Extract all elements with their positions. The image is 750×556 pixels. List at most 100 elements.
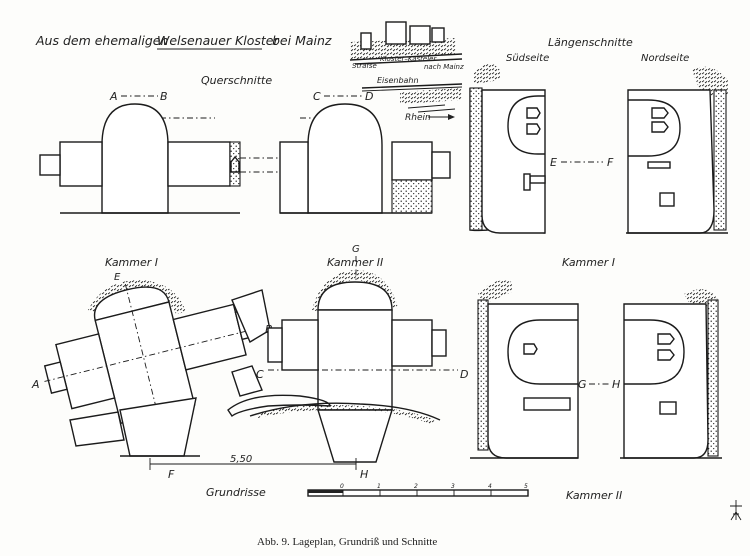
rock-wall — [229, 141, 241, 187]
site-river-line — [417, 108, 456, 113]
ledge — [529, 175, 546, 184]
cut-label-c: C — [313, 90, 321, 103]
site-mainz-label: nach Mainz — [424, 63, 464, 71]
plan-label-kammer-2: Kammer II — [327, 256, 383, 269]
lamp-niche — [230, 155, 240, 173]
cross-section-ab: A B — [39, 90, 241, 214]
heading-suedseite: Südseite — [506, 53, 549, 64]
vault-body — [101, 103, 169, 214]
cross-section-cd: C D — [240, 90, 451, 214]
chamber-profile — [487, 303, 579, 459]
side-chamber-right — [167, 141, 231, 187]
shelf — [647, 161, 671, 169]
scale-bar: 0 1 2 3 4 5 — [307, 483, 529, 497]
rock-wall — [477, 299, 489, 451]
title-prefix: Aus dem ehemaligen — [35, 33, 168, 48]
cut-label-g-long: G — [578, 378, 587, 391]
side-chamber-right — [391, 141, 433, 181]
niche-west — [43, 361, 68, 394]
cut-label-a-plan: A — [31, 378, 40, 391]
arch-opening — [507, 95, 545, 155]
site-building — [409, 25, 431, 45]
arch-opening — [624, 319, 685, 385]
title-suffix: bei Mainz — [272, 33, 332, 48]
lamp-niche — [526, 107, 541, 119]
passage-sw — [69, 411, 125, 447]
heading-laengenschnitte: Längenschnitte — [548, 36, 633, 49]
cut-label-c-plan: C — [256, 368, 264, 381]
earth-cap — [474, 63, 500, 84]
earth-cap — [692, 66, 728, 96]
side-niche-right — [431, 151, 451, 179]
cut-label-d-plan: D — [460, 368, 468, 381]
cut-label-g-plan: G — [352, 244, 360, 255]
site-railway-label: Eisenbahn — [377, 76, 419, 85]
arch-opening — [507, 319, 578, 385]
arch-opening — [628, 99, 681, 157]
rock-wall — [713, 89, 727, 231]
dimension-line: 5,50 F H — [149, 454, 368, 481]
site-street-label: Strafse — [352, 62, 377, 70]
cut-label-e-plan: E — [114, 272, 121, 283]
dome-head — [317, 281, 393, 311]
cut-label-f-long: F — [607, 156, 614, 169]
side-niche-se — [231, 365, 263, 397]
lamp-niche — [657, 333, 675, 345]
site-building — [360, 32, 372, 50]
axis-line — [44, 327, 260, 382]
wall-box — [659, 401, 677, 415]
scale-label-4: 4 — [488, 483, 492, 490]
cut-label-e-long: E — [550, 156, 557, 169]
plan-kammer-1: E A B — [31, 272, 273, 457]
lamp-niche — [651, 107, 669, 119]
chamber-west — [281, 319, 319, 371]
side-wall-left — [279, 141, 309, 214]
scale-label-2: 2 — [414, 483, 418, 490]
post — [523, 173, 531, 191]
title-line: Aus dem ehemaligen Welsenauer Kloster be… — [35, 33, 332, 50]
rock-wall — [707, 299, 719, 457]
site-rail-line — [361, 83, 463, 89]
cut-label-b: B — [160, 90, 168, 103]
plan-chambers-rotated — [43, 283, 260, 440]
site-rail-line — [361, 86, 463, 92]
chamber-east — [172, 303, 247, 371]
site-embankment — [400, 88, 462, 104]
scale-label-3: 3 — [451, 483, 455, 490]
central-vault — [317, 309, 393, 411]
scale-label-0: 0 — [340, 483, 344, 490]
cut-label-d: D — [365, 90, 373, 103]
scale-label-5: 5 — [524, 483, 528, 490]
bench — [523, 397, 571, 411]
side-chamber-left — [59, 141, 103, 187]
side-niche-left — [39, 154, 61, 176]
chamber-profile — [481, 89, 546, 234]
long-label-kammer-1: Kammer I — [562, 256, 615, 269]
cut-label-a: A — [109, 90, 118, 103]
site-plan: Strafse Kloster–Kasteler nach Mainz Eise… — [349, 21, 464, 123]
rock-fill — [391, 179, 433, 214]
heading-querschnitte: Querschnitte — [201, 74, 272, 87]
plan-kammer-2: G C D — [227, 244, 468, 470]
cut-label-h-plan: H — [360, 468, 368, 481]
rock-wall — [469, 87, 483, 231]
site-river-label: Rhein — [405, 113, 431, 123]
cut-label-f-plan: F — [168, 468, 175, 481]
earth-cap — [88, 280, 186, 314]
scale-bar-subdivision — [308, 490, 343, 493]
heading-nordseite: Nordseite — [641, 53, 689, 64]
niche-east — [431, 329, 447, 357]
long-section-nord-bottom — [620, 289, 722, 459]
niche-west — [267, 327, 283, 363]
scale-label-1: 1 — [377, 483, 381, 490]
lamp-niche — [523, 343, 538, 355]
entrance-funnel — [317, 409, 393, 463]
label-kammer-2-long: Kammer II — [566, 489, 622, 502]
title-name: Welsenauer Kloster — [157, 33, 279, 48]
site-road-line — [354, 58, 463, 65]
site-building — [385, 21, 407, 45]
vault-body — [307, 103, 383, 214]
long-section-sued-bottom: G H — [470, 280, 620, 459]
